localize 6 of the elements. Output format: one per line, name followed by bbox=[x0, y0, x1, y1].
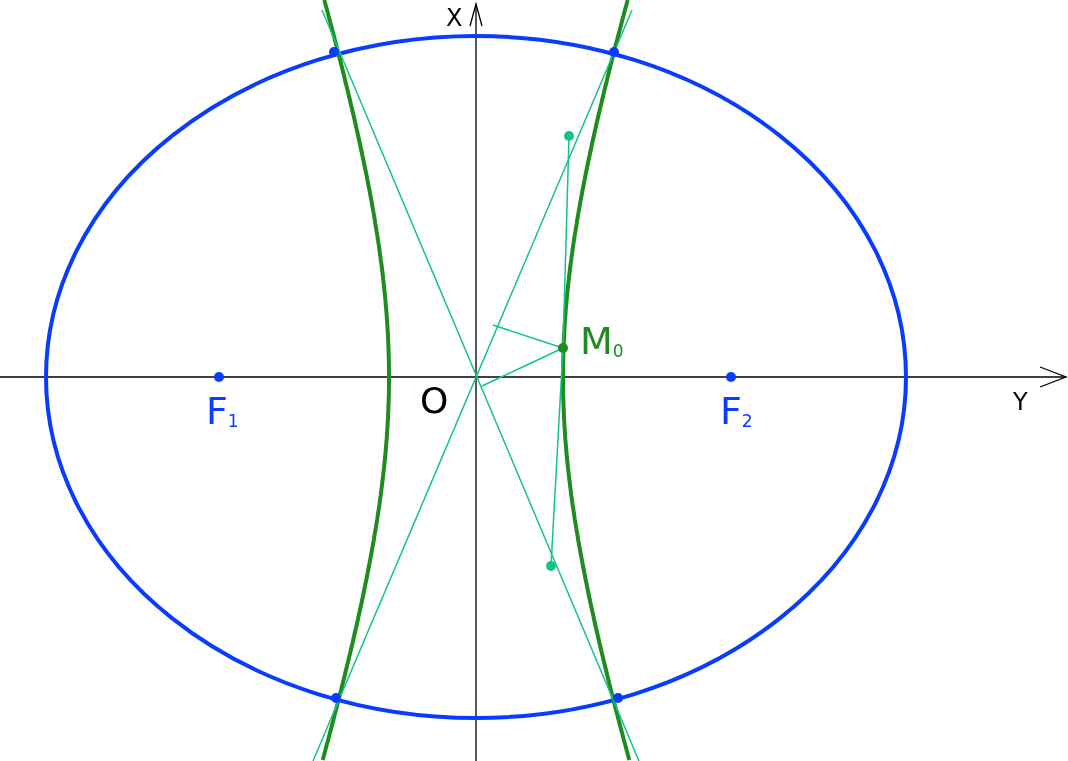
point-label: F$_{1}$ bbox=[206, 392, 239, 430]
axis-label: Y bbox=[1013, 390, 1028, 414]
axis-label: X bbox=[446, 6, 463, 30]
point-label: F$_{2}$ bbox=[720, 392, 753, 430]
point-label: M$_{0}$ bbox=[580, 322, 624, 360]
origin-label: O bbox=[420, 383, 449, 419]
